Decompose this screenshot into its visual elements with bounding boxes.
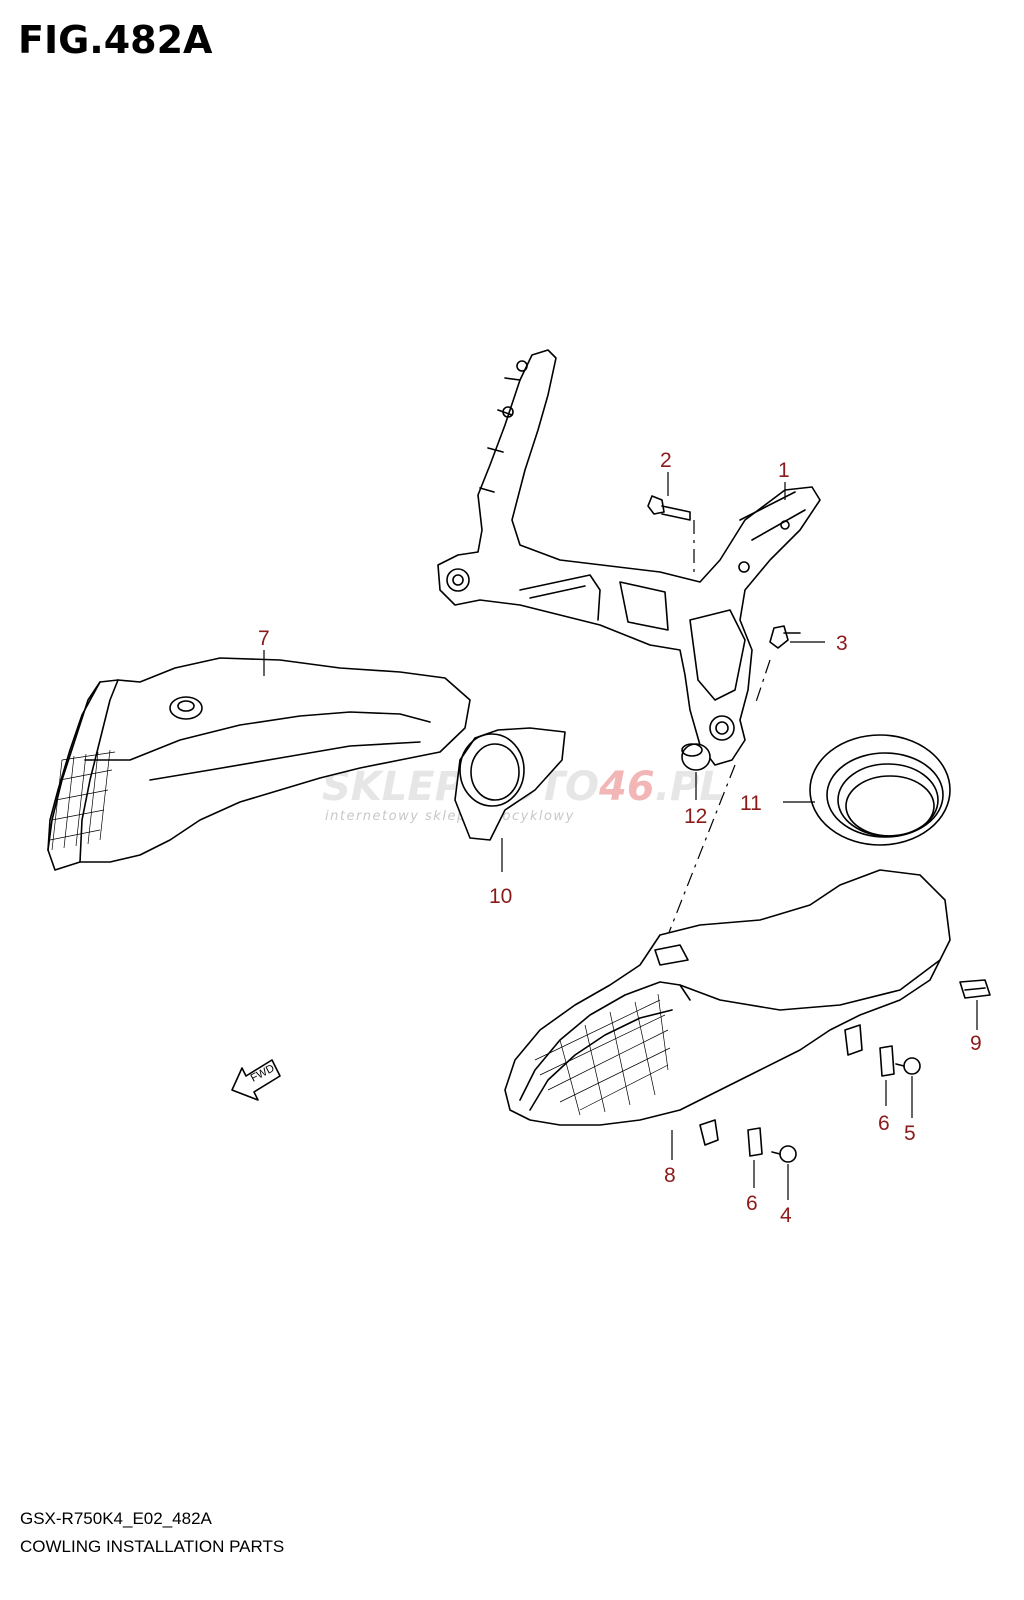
part-2-bolt [647, 495, 691, 521]
fwd-arrow: FWD [231, 1059, 281, 1101]
footer: GSX-R750K4_E02_482A COWLING INSTALLATION… [20, 1505, 284, 1561]
callout-2: 2 [660, 449, 672, 472]
part-10-seal [454, 727, 566, 841]
leader-lines [263, 472, 978, 1200]
part-6b-nut [747, 1127, 763, 1157]
part-11-ring [809, 734, 951, 846]
callout-12: 12 [684, 805, 707, 828]
callout-9: 9 [970, 1032, 982, 1055]
callout-6b: 6 [746, 1192, 758, 1215]
part-6a-nut [879, 1045, 895, 1077]
part-5-screw [895, 1057, 921, 1075]
figure-caption: COWLING INSTALLATION PARTS [20, 1537, 285, 1556]
callout-7: 7 [258, 627, 270, 650]
callout-4: 4 [780, 1204, 792, 1227]
part-9-clip-nut [959, 979, 991, 999]
part-4-screw [771, 1145, 797, 1163]
model-code: GSX-R750K4_E02_482A [20, 1509, 212, 1528]
callout-8: 8 [664, 1164, 676, 1187]
part-7-left-air-duct [47, 657, 471, 871]
callout-1: 1 [778, 459, 790, 482]
part-12-grommet [681, 743, 711, 771]
part-1-cowling-bracket [437, 349, 821, 766]
watermark-brand-b: 46 [598, 764, 655, 810]
watermark-brand-c: .PL [655, 764, 725, 810]
part-8-right-air-duct [504, 869, 951, 1146]
part-3-clip [769, 625, 801, 649]
figure-title: FIG.482A [18, 18, 213, 62]
callout-5: 5 [904, 1122, 916, 1145]
watermark-tagline: internetowy sklep motocyklowy [325, 809, 575, 824]
callout-6a: 6 [878, 1112, 890, 1135]
callout-11: 11 [740, 792, 762, 815]
callout-10: 10 [489, 885, 512, 908]
callouts: 2 1 3 7 12 11 10 9 6 5 8 6 4 [258, 449, 982, 1227]
callout-3: 3 [836, 632, 848, 655]
